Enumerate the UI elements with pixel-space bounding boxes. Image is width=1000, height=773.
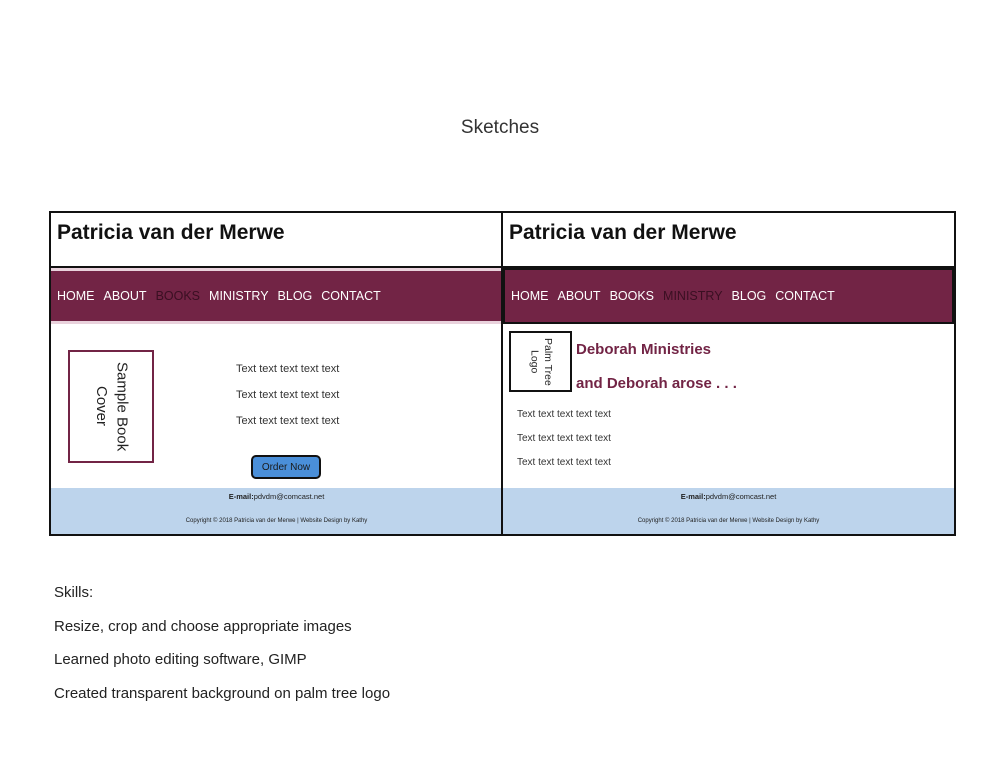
- text-line: Text text text text text: [236, 363, 340, 375]
- order-now-button[interactable]: Order Now: [251, 455, 321, 479]
- text-line: Text text text text text: [236, 415, 340, 427]
- footer-email: E-mail:pdvdm@comcast.net: [503, 492, 954, 501]
- skills-heading: Skills:: [54, 584, 94, 601]
- nav-books-active[interactable]: BOOKS: [155, 289, 201, 303]
- footer: E-mail:pdvdm@comcast.net Copyright © 201…: [503, 488, 954, 534]
- book-cover-label: Sample Book Cover: [93, 361, 131, 452]
- nav-blog[interactable]: BLOG: [277, 289, 313, 303]
- nav-bar: HOME ABOUT BOOKS MINISTRY BLOG CONTACT: [503, 268, 954, 324]
- skill-item: Learned photo editing software, GIMP: [54, 651, 307, 668]
- text-lines: Text text text text text Text text text …: [236, 363, 339, 441]
- text-line: Text text text text text: [517, 409, 611, 420]
- text-lines: Text text text text text Text text text …: [517, 409, 611, 481]
- nav-contact[interactable]: CONTACT: [775, 289, 835, 303]
- nav-home[interactable]: HOME: [511, 289, 549, 303]
- book-cover-placeholder: Sample Book Cover: [68, 350, 154, 463]
- nav-bar: HOME ABOUT BOOKS MINISTRY BLOG CONTACT: [51, 268, 502, 324]
- sketch-ministry-page: Patricia van der Merwe HOME ABOUT BOOKS …: [501, 211, 956, 536]
- skill-item: Resize, crop and choose appropriate imag…: [54, 617, 352, 635]
- site-title: Patricia van der Merwe: [503, 213, 954, 268]
- nav-blog[interactable]: BLOG: [731, 289, 767, 303]
- footer: E-mail:pdvdm@comcast.net Copyright © 201…: [51, 488, 502, 534]
- nav-ministry-active[interactable]: MINISTRY: [663, 289, 723, 303]
- email-label: E-mail:: [680, 492, 706, 501]
- nav-home[interactable]: HOME: [57, 289, 95, 303]
- text-line: Text text text text text: [517, 457, 611, 468]
- nav-about[interactable]: ABOUT: [103, 289, 147, 303]
- skill-item: Created transparent background on palm t…: [54, 684, 391, 702]
- email-label: E-mail:: [228, 492, 254, 501]
- skills-section: Skills: Resize, crop and choose appropri…: [54, 584, 390, 718]
- nav-contact[interactable]: CONTACT: [321, 289, 381, 303]
- ministry-subheading: and Deborah arose . . .: [576, 375, 737, 392]
- text-line: Text text text text text: [236, 389, 340, 401]
- footer-copyright: Copyright © 2018 Patricia van der Merwe …: [637, 518, 820, 524]
- email-link[interactable]: pdvdm@comcast.net: [705, 492, 777, 501]
- sketch-books-page: Patricia van der Merwe HOME ABOUT BOOKS …: [49, 211, 504, 536]
- palm-tree-logo-placeholder: Palm Tree Logo: [509, 331, 572, 392]
- nav-ministry[interactable]: MINISTRY: [209, 289, 269, 303]
- page-title: Sketches: [460, 117, 540, 138]
- footer-copyright: Copyright © 2018 Patricia van der Merwe …: [185, 518, 368, 524]
- footer-email: E-mail:pdvdm@comcast.net: [51, 492, 502, 501]
- logo-label: Palm Tree Logo: [528, 337, 555, 386]
- ministry-body: Palm Tree Logo Deborah Ministries and De…: [503, 324, 954, 490]
- ministry-heading: Deborah Ministries: [576, 341, 712, 358]
- text-line: Text text text text text: [517, 433, 611, 444]
- site-title: Patricia van der Merwe: [51, 213, 502, 268]
- nav-about[interactable]: ABOUT: [557, 289, 601, 303]
- books-body: Sample Book Cover Text text text text te…: [51, 324, 502, 490]
- email-link[interactable]: pdvdm@comcast.net: [253, 492, 325, 501]
- nav-books[interactable]: BOOKS: [609, 289, 655, 303]
